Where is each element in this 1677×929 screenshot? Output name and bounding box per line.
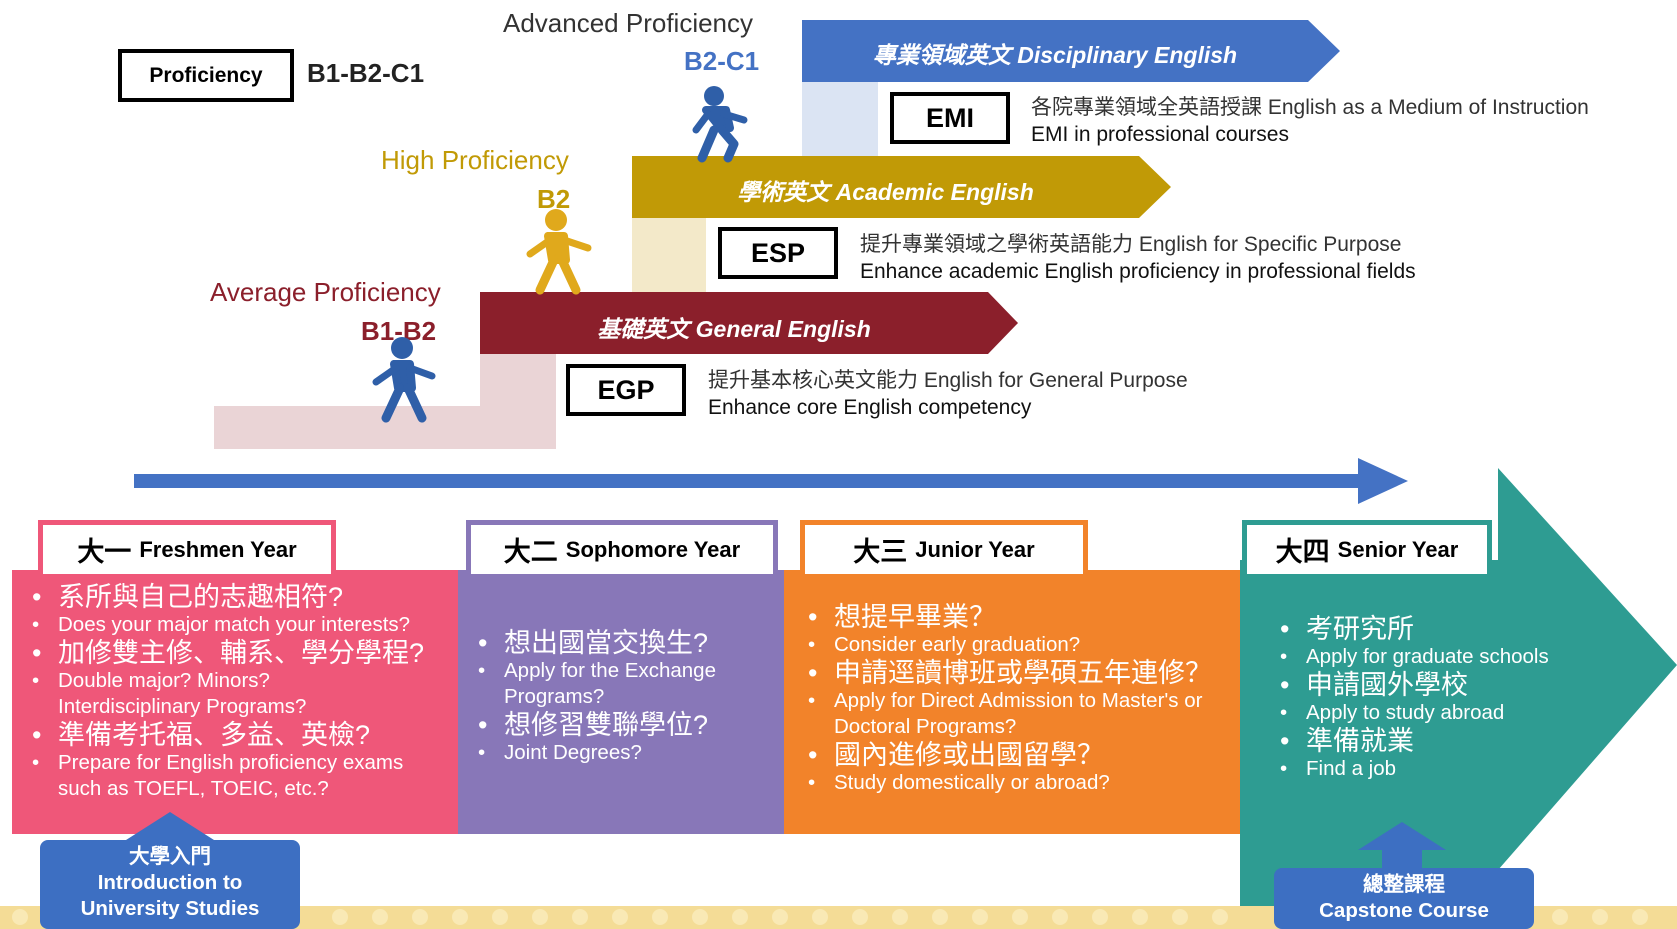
academic-english-arrow <box>632 156 1171 218</box>
junior-year-panel: 想提早畢業？ Consider early graduation? 申請逕讀博班… <box>784 570 1240 834</box>
list-item: 準備考托福、多益、英檢? <box>28 720 448 750</box>
timeline-arrow-shaft <box>134 474 1364 488</box>
emi-box: EMI <box>890 92 1010 144</box>
esp-description-en: Enhance academic English proficiency in … <box>860 260 1416 283</box>
list-item: Apply for graduate schools <box>1276 644 1576 670</box>
list-item: Find a job <box>1276 756 1576 782</box>
intro-course-zh: 大學入門 <box>129 845 211 868</box>
list-item: 申請國外學校 <box>1276 670 1576 700</box>
list-item: Does your major match your interests? <box>28 612 448 638</box>
intro-course-en: Introduction to University Studies <box>80 871 260 920</box>
intro-course-box: 大學入門 Introduction to University Studies <box>40 840 300 929</box>
walking-person-icon-blue-bottom <box>372 337 436 423</box>
advanced-proficiency-code: B2-C1 <box>684 46 760 76</box>
senior-year-zh: 大四 <box>1275 537 1330 567</box>
list-item: Apply for the Exchange Programs? <box>474 658 754 710</box>
senior-year-en: Senior Year <box>1337 536 1459 562</box>
list-item: Apply to study abroad <box>1276 700 1576 726</box>
capstone-course-zh: 總整課程 <box>1363 873 1445 896</box>
advanced-proficiency-title: Advanced Proficiency <box>503 8 754 38</box>
egp-description-zh: 提升基本核心英文能力 English for General Purpose <box>708 369 1188 392</box>
emi-description: 各院專業領域全英語授課 English as a Medium of Instr… <box>1031 94 1589 148</box>
proficiency-box: Proficiency <box>118 49 294 102</box>
list-item: Study domestically or abroad? <box>804 770 1234 796</box>
timeline-arrow-head <box>1358 458 1408 504</box>
junior-year-en: Junior Year <box>915 536 1035 562</box>
junior-year-list: 想提早畢業？ Consider early graduation? 申請逕讀博班… <box>804 602 1234 796</box>
freshmen-year-tab: 大一 Freshmen Year <box>38 520 336 574</box>
freshmen-year-list: 系所與自己的志趣相符? Does your major match your i… <box>28 582 448 802</box>
general-english-label: 基礎英文 General English <box>597 316 871 342</box>
emi-description-zh: 各院專業領域全英語授課 English as a Medium of Instr… <box>1031 96 1589 119</box>
list-item: 國內進修或出國留學？ <box>804 740 1234 770</box>
esp-description-zh: 提升專業領域之學術英語能力 English for Specific Purpo… <box>860 233 1402 256</box>
sophomore-year-list: 想出國當交換生? Apply for the Exchange Programs… <box>474 628 774 766</box>
freshmen-year-zh: 大一 <box>77 537 132 567</box>
esp-description: 提升專業領域之學術英語能力 English for Specific Purpo… <box>860 231 1416 285</box>
esp-label: ESP <box>750 237 806 268</box>
egp-box: EGP <box>566 364 686 416</box>
list-item: Consider early graduation? <box>804 632 1234 658</box>
high-proficiency-title: High Proficiency <box>381 145 569 175</box>
intro-up-arrow <box>126 812 214 862</box>
capstone-course-en: Capstone Course <box>1319 899 1489 922</box>
senior-year-list: 考研究所 Apply for graduate schools 申請國外學校 A… <box>1276 614 1576 782</box>
proficiency-box-label: Proficiency <box>149 63 263 87</box>
disciplinary-english-label: 專業領域英文 Disciplinary English <box>872 42 1238 68</box>
esp-box: ESP <box>718 227 838 279</box>
junior-year-tab: 大三 Junior Year <box>800 520 1088 574</box>
walking-person-icon-gold <box>526 209 592 295</box>
egp-description-en: Enhance core English competency <box>708 396 1032 419</box>
list-item: 想出國當交換生? <box>474 628 774 658</box>
freshmen-year-en: Freshmen Year <box>139 536 297 562</box>
list-item: 加修雙主修、輔系、學分學程? <box>28 638 448 668</box>
egp-label: EGP <box>597 374 655 405</box>
stair-step-2 <box>632 218 706 292</box>
list-item: Prepare for English proficiency exams su… <box>28 750 438 802</box>
stair-step-3 <box>802 82 878 156</box>
emi-description-en: EMI in professional courses <box>1031 123 1289 146</box>
freshmen-year-panel: 系所與自己的志趣相符? Does your major match your i… <box>12 570 458 834</box>
list-item: Double major? Minors? Interdisciplinary … <box>28 668 358 720</box>
sophomore-year-panel: 想出國當交換生? Apply for the Exchange Programs… <box>458 570 784 834</box>
academic-english-label: 學術英文 Academic English <box>737 179 1034 205</box>
walking-person-icon-blue-top <box>692 86 748 163</box>
senior-year-tab: 大四 Senior Year <box>1242 520 1492 574</box>
list-item: 申請逕讀博班或學碩五年連修？ <box>804 658 1234 688</box>
capstone-course-box: 總整課程 Capstone Course <box>1274 868 1534 929</box>
senior-year-panel: 考研究所 Apply for graduate schools 申請國外學校 A… <box>1240 570 1550 834</box>
list-item: 考研究所 <box>1276 614 1576 644</box>
sophomore-year-en: Sophomore Year <box>565 536 741 562</box>
sophomore-year-zh: 大二 <box>503 537 558 567</box>
capstone-up-arrow <box>1358 822 1446 872</box>
average-proficiency-title: Average Proficiency <box>210 277 441 307</box>
list-item: 系所與自己的志趣相符? <box>28 582 448 612</box>
list-item: 準備就業 <box>1276 726 1576 756</box>
sophomore-year-tab: 大二 Sophomore Year <box>466 520 778 574</box>
proficiency-range: B1-B2-C1 <box>307 58 425 88</box>
high-proficiency-code: B2 <box>537 184 571 214</box>
list-item: 想修習雙聯學位? <box>474 710 774 740</box>
list-item: Apply for Direct Admission to Master's o… <box>804 688 1214 740</box>
emi-label: EMI <box>925 102 974 133</box>
list-item: 想提早畢業？ <box>804 602 1234 632</box>
stair-step-1-riser <box>480 354 556 414</box>
general-english-arrow <box>480 292 1018 354</box>
egp-description: 提升基本核心英文能力 English for General Purpose E… <box>708 367 1188 421</box>
list-item: Joint Degrees? <box>474 740 774 766</box>
junior-year-zh: 大三 <box>853 537 908 567</box>
disciplinary-english-arrow <box>802 20 1340 82</box>
